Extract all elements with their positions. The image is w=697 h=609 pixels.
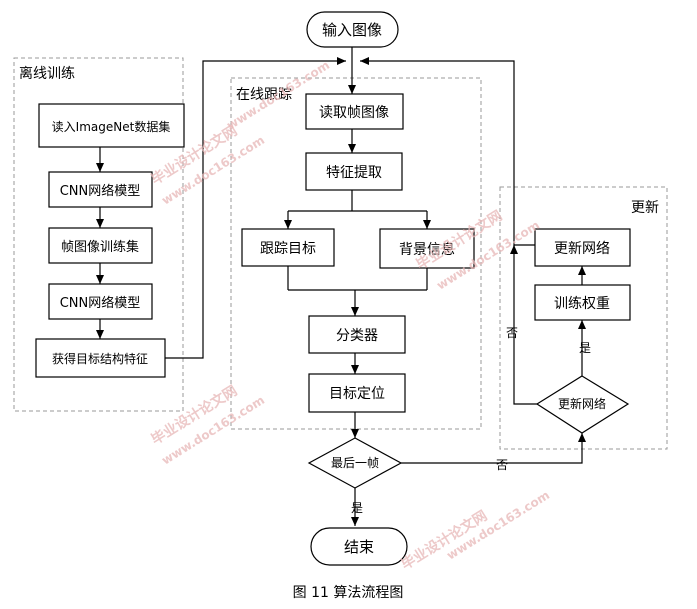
figure-caption: 图 11 算法流程图: [293, 585, 404, 601]
online-tracking-label: 在线跟踪: [236, 87, 292, 103]
last-frame-label: 最后一帧: [331, 456, 379, 470]
feature-extract-box: [305, 152, 403, 191]
train-weights-label: 训练权重: [554, 296, 610, 312]
read-frame-box: [305, 93, 404, 130]
classifier-box: [308, 315, 406, 354]
update-network-box-label: 更新网络: [554, 241, 610, 257]
update-group: [499, 186, 668, 450]
feature-extract-label: 特征提取: [326, 165, 382, 181]
target-locate-label: 目标定位: [329, 386, 385, 402]
track-target-box: [241, 228, 335, 267]
update-network-box: [534, 228, 631, 267]
last-frame-decision: [307, 437, 403, 489]
track-target-label: 跟踪目标: [260, 241, 316, 257]
yes-end-label: 是: [351, 501, 363, 515]
train-weights-box: [534, 284, 631, 321]
get-features-label: 获得目标结构特征: [52, 351, 148, 366]
end-terminal: [310, 527, 408, 566]
frame-train-set-box: [48, 227, 153, 264]
frame-train-set-label: 帧图像训练集: [61, 239, 139, 255]
flow-connectors: [96, 47, 586, 526]
start-terminal: [306, 11, 399, 48]
target-locate-box: [308, 373, 406, 413]
no-back-label: 否: [506, 326, 518, 340]
cnn-model-box-1: [48, 171, 153, 208]
update-group-label: 更新: [631, 200, 659, 216]
get-features-box: [35, 338, 166, 378]
cnn-model-label-1: CNN网络模型: [60, 183, 141, 199]
background-info-box: [379, 228, 475, 269]
yes-train-label: 是: [579, 341, 591, 355]
update-network-decision-label: 更新网络: [558, 396, 606, 411]
update-network-decision: [535, 375, 630, 434]
offline-training-group: [13, 57, 184, 412]
read-imagenet-box: [38, 103, 185, 148]
end-terminal-label: 结束: [344, 538, 374, 556]
read-imagenet-label: 读入ImageNet数据集: [52, 119, 171, 134]
start-terminal-label: 输入图像: [322, 21, 382, 39]
no-to-update-label: 否: [496, 458, 508, 472]
classifier-label: 分类器: [336, 328, 378, 344]
cnn-model-label-2: CNN网络模型: [60, 295, 141, 311]
offline-training-label: 离线训练: [19, 65, 75, 82]
cnn-model-box-2: [48, 283, 153, 320]
read-frame-label: 读取帧图像: [319, 104, 389, 121]
background-info-label: 背景信息: [399, 241, 455, 258]
